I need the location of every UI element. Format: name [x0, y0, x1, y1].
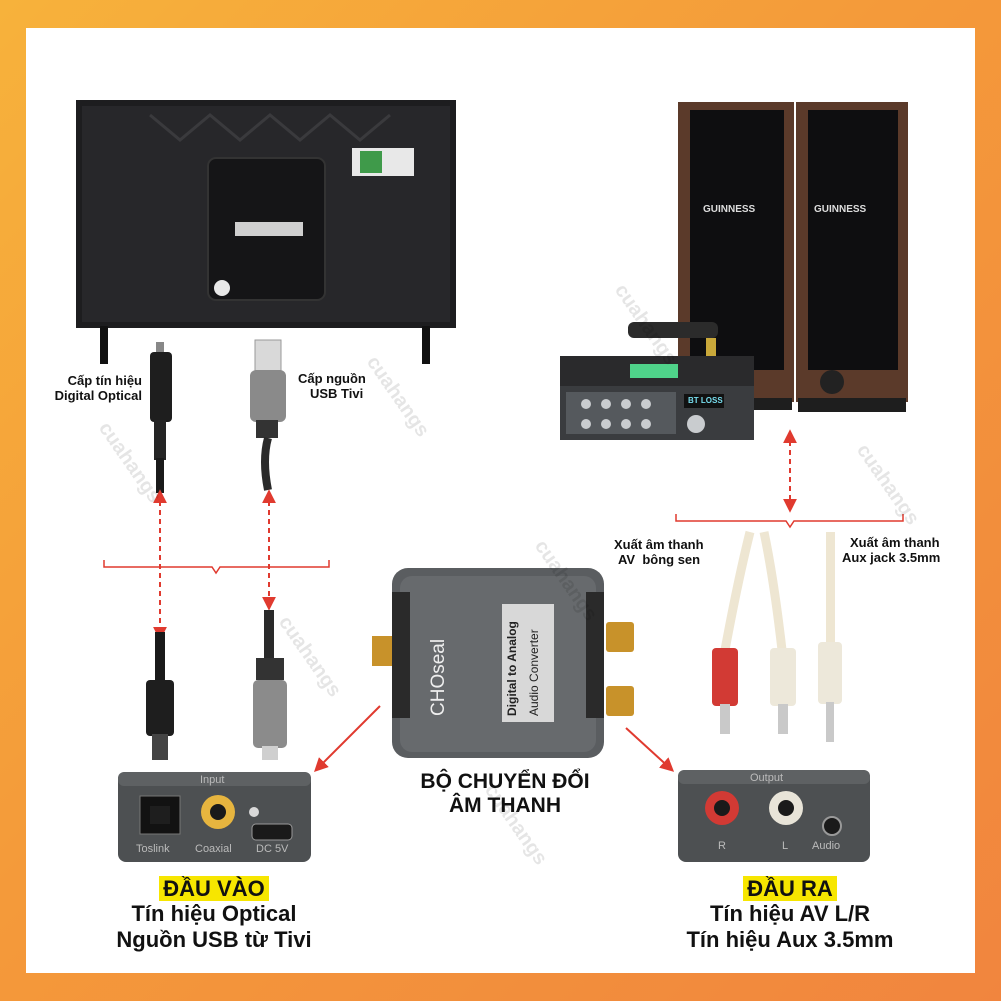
input-tag: ĐẦU VÀO [159, 876, 268, 901]
output-tag: ĐẦU RA [743, 876, 837, 901]
av-out-label: Xuất âm thanh AV bông sen [614, 538, 704, 568]
to-input-arrow [316, 706, 380, 770]
aux-cable [818, 532, 842, 742]
input-bracket [104, 560, 329, 573]
port-dc5v: DC 5V [256, 843, 288, 856]
usb-power-label: Cấp nguồn USB Tivi [298, 372, 366, 402]
tv-back [76, 100, 456, 364]
rca-cable [712, 532, 796, 734]
port-r: R [718, 840, 726, 853]
speaker-brand-left: GUINNESS [703, 204, 755, 216]
optical-plug-bottom [146, 632, 174, 760]
output-bracket [676, 514, 903, 527]
converter-line2: Audio Converter [528, 629, 542, 716]
output-panel-title: Output [750, 772, 783, 785]
port-coaxial: Coaxial [195, 843, 232, 856]
to-output-arrow [626, 728, 672, 770]
optical-cable-top [150, 342, 172, 493]
converter-line1: Digital to Analog [506, 621, 520, 716]
usb-cable-top [250, 340, 286, 490]
optical-cable-label: Cấp tín hiệu Digital Optical [40, 374, 142, 404]
amp-display: BT LOSS [688, 396, 723, 405]
port-toslink: Toslink [136, 843, 170, 856]
speaker-brand-right: GUINNESS [814, 204, 866, 216]
converter-device [372, 568, 634, 758]
output-caption: ĐẦU RA Tín hiệu AV L/R Tín hiệu Aux 3.5m… [660, 876, 920, 952]
port-audio: Audio [812, 840, 840, 853]
input-caption: ĐẦU VÀO Tín hiệu Optical Nguồn USB từ Ti… [84, 876, 344, 952]
aux-out-label: Xuất âm thanh Aux jack 3.5mm [842, 536, 940, 566]
port-l: L [782, 840, 788, 853]
input-panel-title: Input [200, 774, 224, 787]
converter-brand: CHOseal [428, 639, 450, 716]
